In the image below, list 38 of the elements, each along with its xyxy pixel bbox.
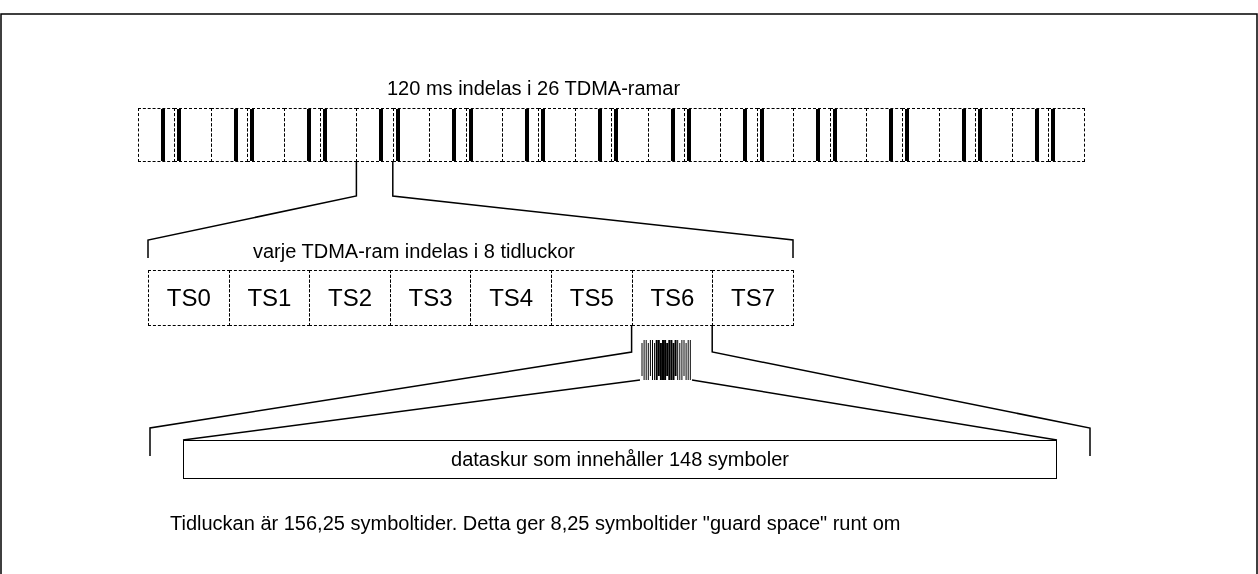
data-burst-box: dataskur som innehåller 148 symboler	[183, 440, 1057, 479]
tdma-frame-box	[756, 108, 795, 162]
time-slot-box: TS5	[551, 270, 633, 326]
tdma-frame-box	[975, 108, 1013, 162]
heading-text: varje TDMA-ram indelas i 8 tidluckor	[253, 240, 575, 263]
time-slot-box: TS1	[228, 270, 311, 326]
tdma-frame-box	[574, 108, 613, 162]
tdma-frame-box	[429, 108, 467, 162]
tdma-frame-box	[502, 108, 540, 162]
caption-text: Tidluckan är 156,25 symboltider. Detta ger 8,25 symboltider "guard space" runt om	[170, 512, 901, 535]
tdma-frame-box	[138, 108, 176, 162]
time-slot-box: TS6	[631, 270, 714, 326]
heading-text: 120 ms indelas i 26 TDMA-ramar	[387, 77, 681, 100]
tdma-frame-box	[1011, 108, 1049, 162]
tdma-frame-box	[465, 108, 503, 162]
tdma-frame-box	[684, 108, 722, 162]
time-slot-box: TS7	[712, 270, 794, 326]
tdma-frame-box	[720, 108, 758, 162]
tdma-frame-box	[356, 108, 394, 162]
tdma-frame-box	[793, 108, 831, 162]
tdma-frame-box	[1048, 108, 1086, 162]
tdma-frame-box	[866, 108, 904, 162]
tdma-frame-box	[210, 108, 249, 162]
tdma-frame-box	[392, 108, 431, 162]
tdma-frame-box	[247, 108, 285, 162]
time-slot-box: TS2	[309, 270, 391, 326]
tdma-frame-box	[647, 108, 685, 162]
tdma-frame-box	[902, 108, 940, 162]
tdma-frame-box	[538, 108, 576, 162]
tdma-frame-box	[829, 108, 867, 162]
tdma-frame-box	[320, 108, 358, 162]
time-slot-box: TS0	[148, 270, 230, 326]
time-slot-box: TS4	[470, 270, 552, 326]
tdma-frame-box	[611, 108, 649, 162]
time-slot-box: TS3	[389, 270, 472, 326]
tdma-frame-box	[283, 108, 321, 162]
tdma-frame-box	[174, 108, 212, 162]
tdma-frame-box	[938, 108, 977, 162]
